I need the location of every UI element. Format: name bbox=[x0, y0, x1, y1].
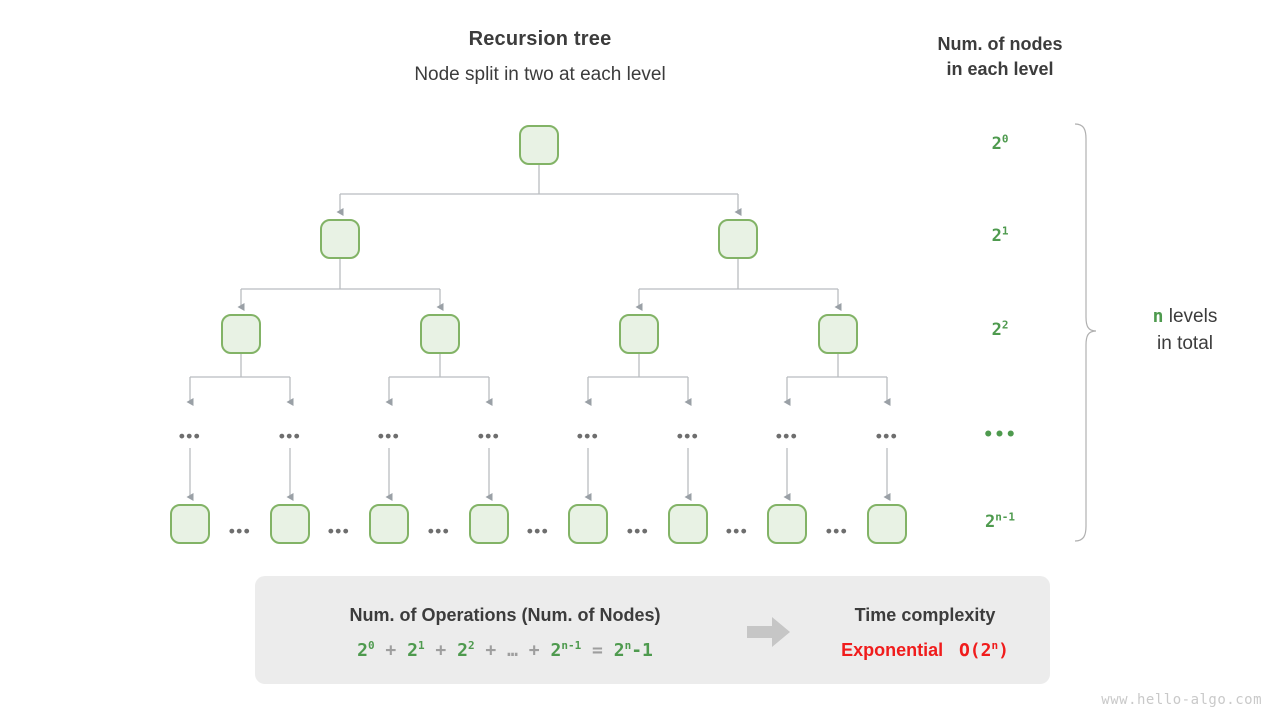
tree-node bbox=[369, 504, 409, 544]
tree-nodes bbox=[170, 125, 907, 544]
operations-title: Num. of Operations (Num. of Nodes) bbox=[349, 605, 661, 625]
operations-formula: 20 + 21 + 22 + … + 2n-1 = 2n-1 bbox=[357, 639, 653, 661]
level-ellipsis-mark: ••• bbox=[178, 426, 202, 446]
level-ellipsis-mark: ••• bbox=[576, 426, 600, 446]
tree-node bbox=[568, 504, 608, 544]
tree-node bbox=[668, 504, 708, 544]
leaf-separator-mark: ••• bbox=[427, 521, 451, 541]
leaf-separator-mark: ••• bbox=[626, 521, 650, 541]
column-header-line2: in each level bbox=[946, 59, 1054, 79]
tree-edges bbox=[186, 164, 891, 501]
complexity-word: Exponential bbox=[841, 640, 944, 660]
tree-node bbox=[867, 504, 907, 544]
levels-variable: n bbox=[1152, 306, 1164, 327]
page-title: Recursion tree bbox=[468, 28, 612, 50]
tree-node bbox=[320, 219, 360, 259]
tree-node bbox=[519, 125, 559, 165]
level-ellipsis-mark: ••• bbox=[676, 426, 700, 446]
level-count-label-last: 2n-1 bbox=[984, 510, 1016, 532]
level-count-label-ellipsis: ••• bbox=[983, 425, 1017, 445]
level-ellipsis-mark: ••• bbox=[775, 426, 799, 446]
level-ellipsis-mark: ••• bbox=[875, 426, 899, 446]
level-ellipsis-mark: ••• bbox=[377, 426, 401, 446]
summary-panel bbox=[255, 576, 1050, 684]
leaf-separator-mark: ••• bbox=[327, 521, 351, 541]
leaf-separator-mark: ••• bbox=[725, 521, 749, 541]
levels-brace bbox=[1074, 123, 1097, 542]
time-complexity-title: Time complexity bbox=[854, 605, 996, 625]
levels-in-total-note: n levels in total bbox=[1105, 303, 1265, 357]
level-ellipsis-mark: ••• bbox=[278, 426, 302, 446]
right-arrow-icon bbox=[747, 617, 790, 647]
tree-node bbox=[619, 314, 659, 354]
tree-node bbox=[420, 314, 460, 354]
level-count-label-2: 22 bbox=[991, 318, 1009, 340]
tree-node bbox=[818, 314, 858, 354]
time-complexity-value: Exponential O(2n) bbox=[800, 640, 1050, 661]
page-subtitle: Node split in two at each level bbox=[414, 64, 666, 85]
levels-in-total-text: in total bbox=[1157, 333, 1213, 354]
leaf-separator-mark: ••• bbox=[825, 521, 849, 541]
level-count-label-0: 20 bbox=[991, 132, 1009, 154]
tree-node bbox=[469, 504, 509, 544]
leaf-separator-mark: ••• bbox=[228, 521, 252, 541]
leaf-separator-mark: ••• bbox=[526, 521, 550, 541]
tree-node bbox=[221, 314, 261, 354]
big-o-notation: O(2n) bbox=[958, 639, 1009, 661]
levels-word: levels bbox=[1168, 306, 1218, 327]
watermark: www.hello-algo.com bbox=[1101, 692, 1262, 708]
tree-node bbox=[767, 504, 807, 544]
tree-node bbox=[170, 504, 210, 544]
tree-node bbox=[270, 504, 310, 544]
column-header-line1: Num. of nodes bbox=[937, 34, 1063, 54]
nodes-per-level-column-header: Num. of nodes in each level bbox=[900, 32, 1100, 82]
level-count-label-1: 21 bbox=[991, 224, 1009, 246]
tree-node bbox=[718, 219, 758, 259]
level-ellipsis-mark: ••• bbox=[477, 426, 501, 446]
